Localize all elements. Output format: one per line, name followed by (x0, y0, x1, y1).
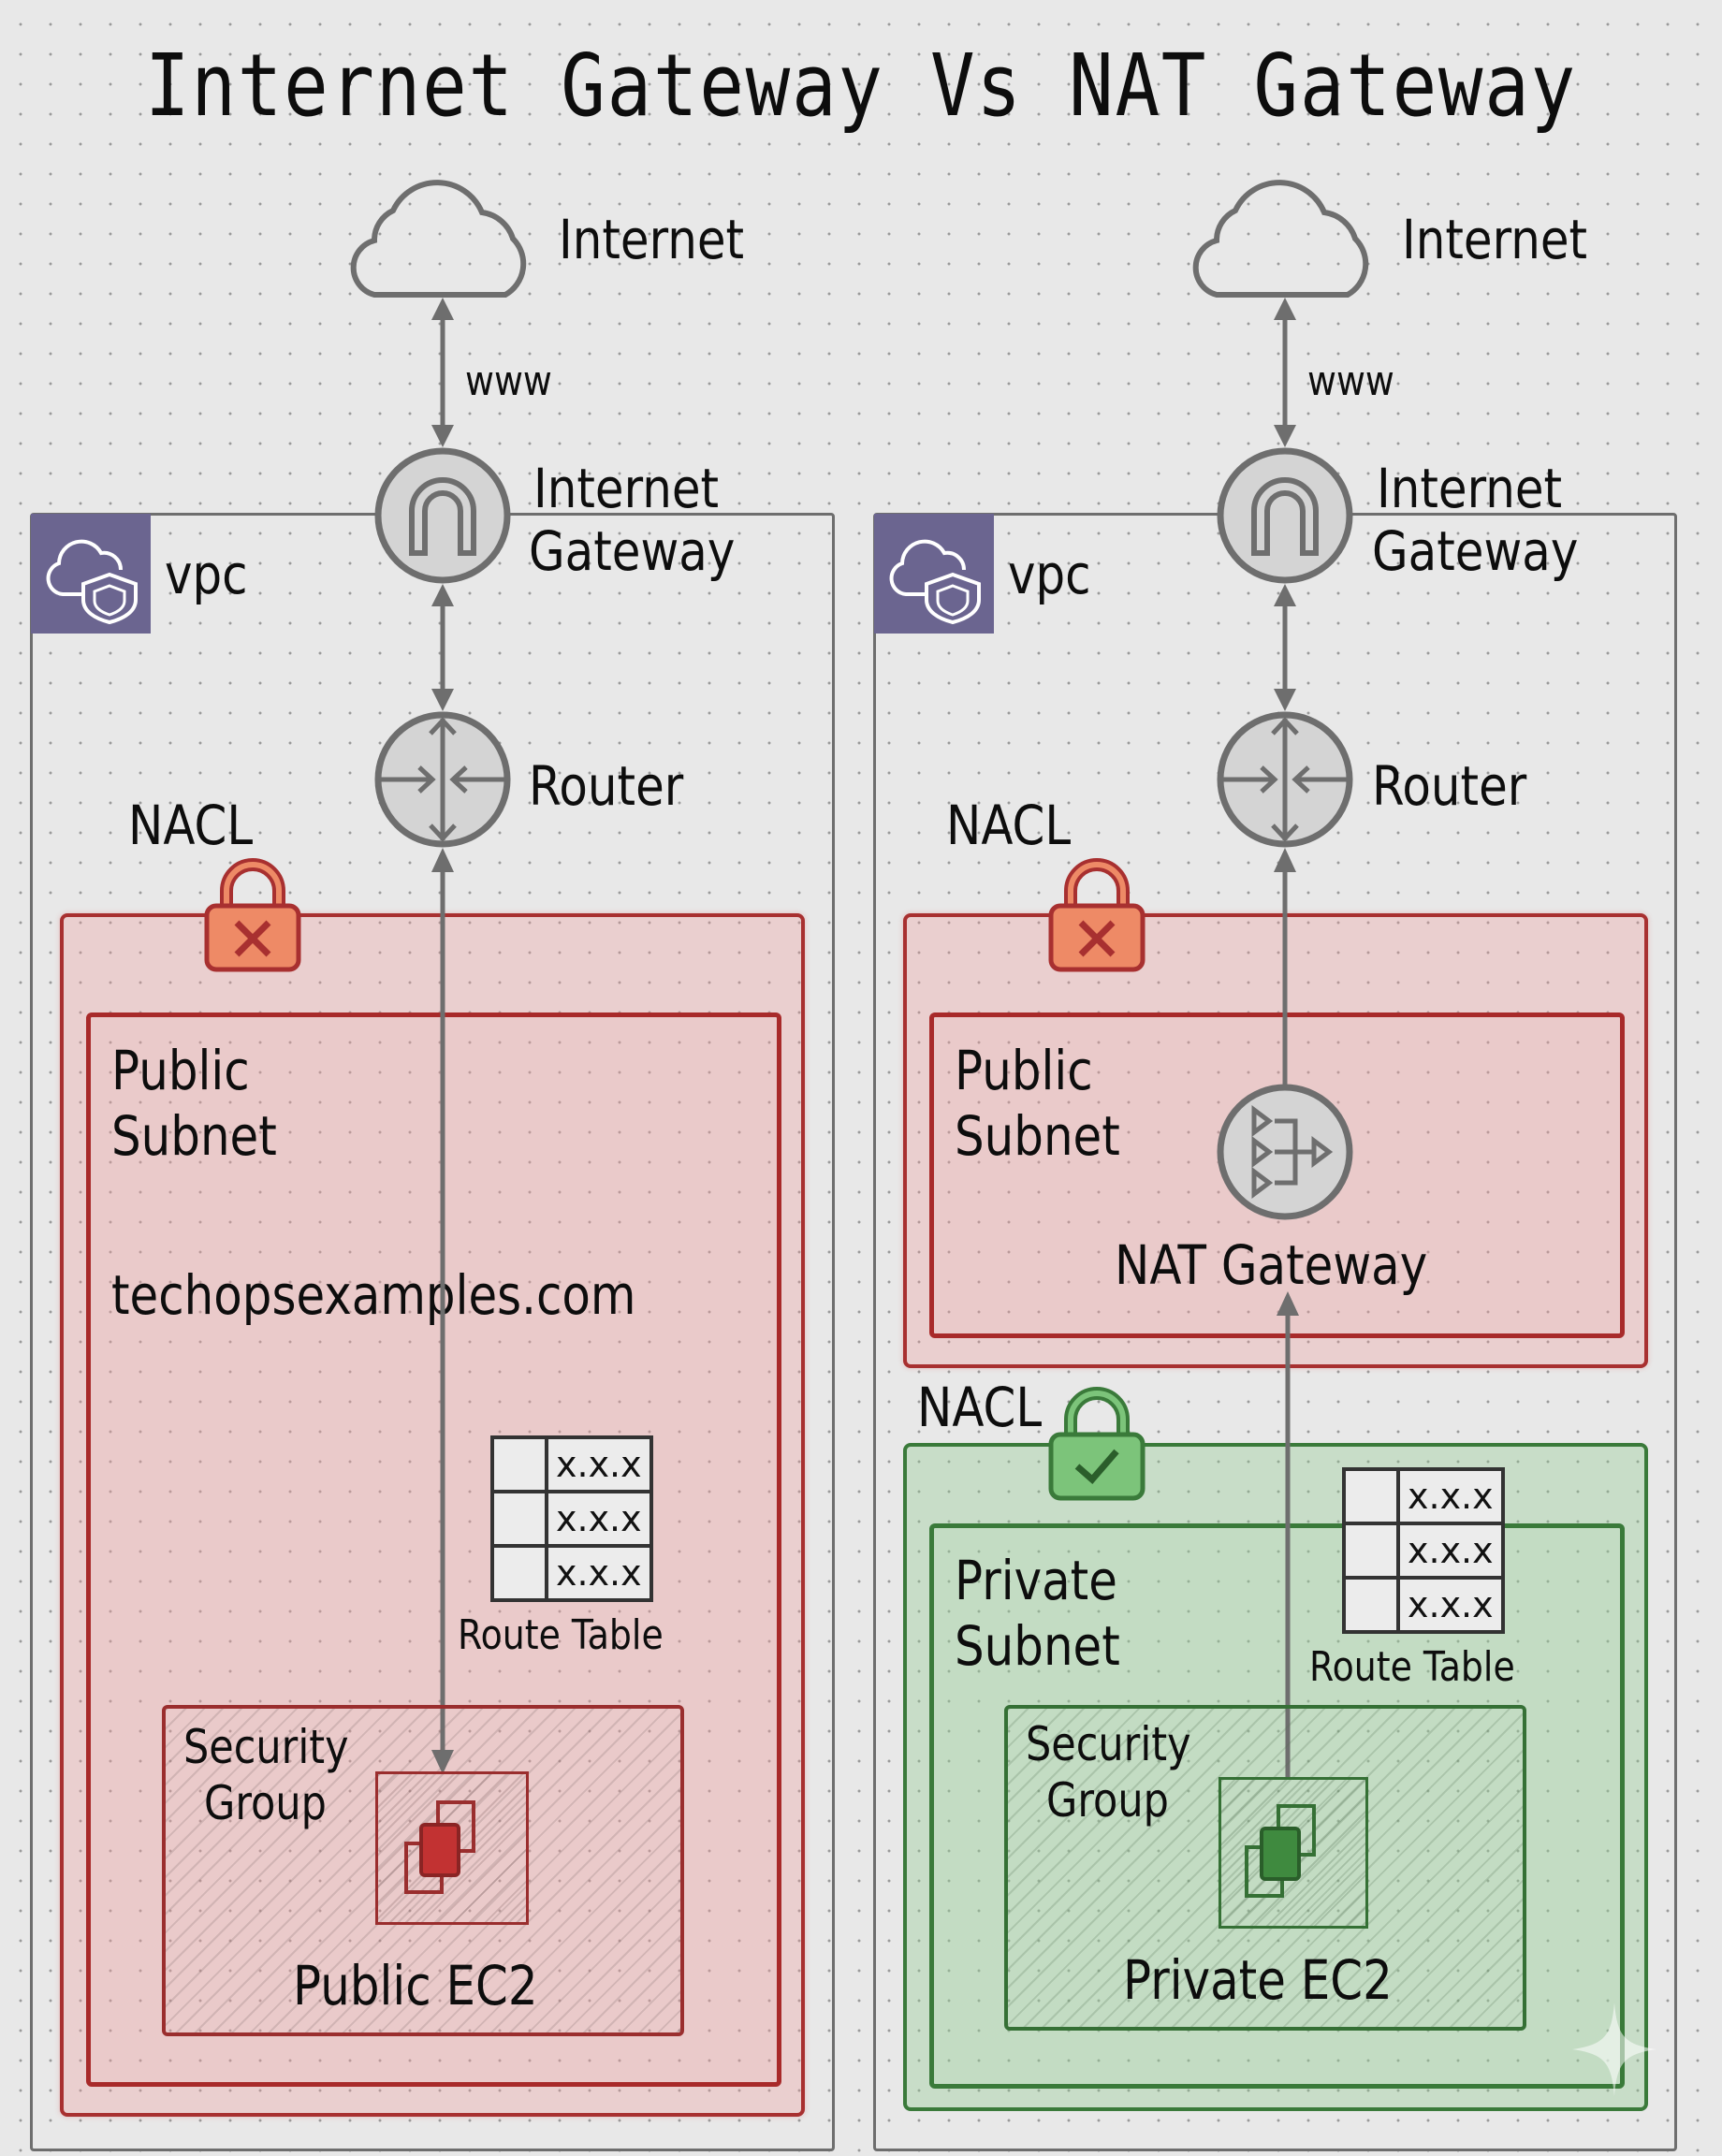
vpc-label: vpc (1008, 543, 1091, 606)
connector-igw-router (431, 584, 454, 711)
internet-label: Internet (1402, 208, 1588, 271)
sg-label-line1: Security (183, 1720, 349, 1774)
route-table-row: x.x.x (1342, 1576, 1505, 1634)
domain-label: techopsexamples.com (111, 1263, 636, 1327)
public-subnet (86, 1012, 781, 2087)
sg-label-line1: Security (1026, 1717, 1191, 1771)
vpc-label: vpc (165, 543, 248, 606)
connector-ec2-nat (1277, 1291, 1299, 1778)
www-label: www (1307, 357, 1394, 405)
private-subnet-label-line2: Subnet (955, 1614, 1120, 1678)
route-table-row: x.x.x (1342, 1467, 1505, 1525)
igw-label-line2: Gateway (1372, 519, 1579, 583)
public-nacl-label: NACL (946, 794, 1072, 857)
public-subnet-label-line2: Subnet (955, 1104, 1120, 1168)
route-entry: x.x.x (545, 1435, 653, 1493)
public-subnet-label-line1: Public (111, 1039, 250, 1102)
router-icon (1217, 711, 1353, 848)
connector-cloud-igw (431, 298, 454, 447)
diagram-title: Internet Gateway Vs NAT Gateway (145, 36, 1577, 136)
sg-label-line2: Group (1046, 1773, 1169, 1828)
route-table-row: x.x.x (1342, 1522, 1505, 1580)
route-entry: x.x.x (1396, 1467, 1505, 1525)
internet-gateway-icon (374, 447, 511, 584)
ec2-label: Public EC2 (293, 1954, 538, 2018)
cloud-icon (1192, 180, 1369, 298)
router-label: Router (529, 754, 684, 818)
router-label: Router (1372, 754, 1527, 818)
route-entry: x.x.x (545, 1490, 653, 1548)
connector-cloud-igw (1274, 298, 1296, 447)
router-icon (374, 711, 511, 848)
ec2-instance-icon (1245, 1804, 1316, 1898)
route-table-label: Route Table (458, 1611, 664, 1659)
vpc-cloud-shield-icon (889, 539, 981, 625)
nat-gateway-label: NAT Gateway (1115, 1233, 1428, 1297)
lock-check-icon (1048, 1387, 1146, 1501)
route-entry: x.x.x (1396, 1522, 1505, 1580)
igw-label-line1: Internet (533, 457, 720, 520)
connector-router-ec2 (431, 848, 454, 1774)
igw-label-line1: Internet (1377, 457, 1563, 520)
lock-x-icon (204, 858, 301, 972)
nacl-label: NACL (128, 794, 254, 857)
vpc-badge (31, 514, 151, 634)
www-label: www (465, 357, 552, 405)
ec2-instance-icon (404, 1800, 475, 1894)
public-subnet-label-line2: Subnet (111, 1104, 277, 1168)
private-subnet-label-line1: Private (955, 1549, 1117, 1612)
ec2-label: Private EC2 (1123, 1948, 1393, 2012)
igw-label-line2: Gateway (529, 519, 736, 583)
cloud-icon (350, 180, 527, 298)
route-table-row: x.x.x (490, 1544, 653, 1602)
nat-gateway-icon (1217, 1084, 1353, 1220)
sg-label-line2: Group (204, 1776, 327, 1830)
route-table-row: x.x.x (490, 1490, 653, 1548)
internet-label: Internet (559, 208, 745, 271)
vpc-badge (874, 514, 994, 634)
connector-igw-router (1274, 584, 1296, 711)
public-subnet-label-line1: Public (955, 1039, 1093, 1102)
route-entry: x.x.x (545, 1544, 653, 1602)
private-nacl-label: NACL (917, 1376, 1043, 1439)
route-table-label: Route Table (1309, 1643, 1515, 1691)
route-table: x.x.x x.x.x x.x.x (490, 1435, 653, 1602)
route-entry: x.x.x (1396, 1576, 1505, 1634)
connector-nat-router (1274, 848, 1296, 1086)
sparkle-watermark-icon (1572, 2003, 1656, 2096)
route-table-row: x.x.x (490, 1435, 653, 1493)
lock-x-icon (1048, 858, 1146, 972)
vpc-cloud-shield-icon (46, 539, 138, 625)
route-table: x.x.x x.x.x x.x.x (1342, 1467, 1505, 1634)
internet-gateway-icon (1217, 447, 1353, 584)
